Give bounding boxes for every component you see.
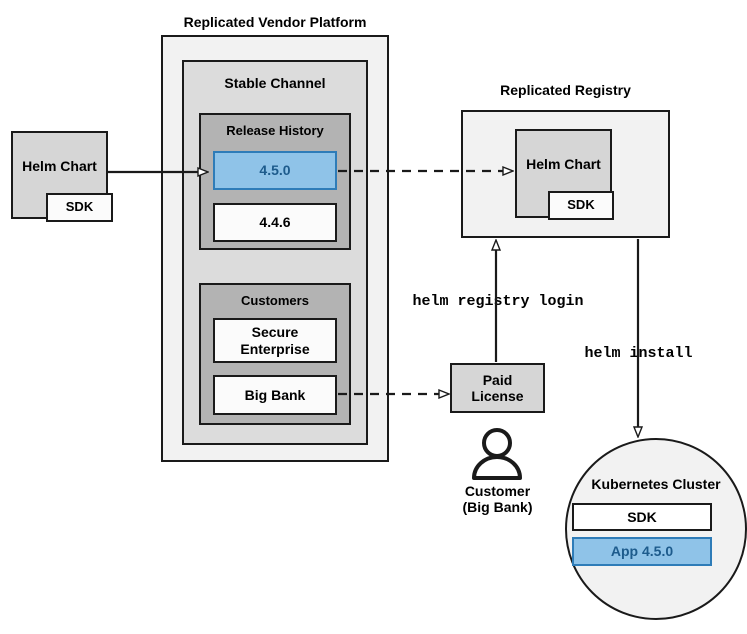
customers-label: Customers [241, 293, 309, 308]
helm-registry-login-command: helm registry login [412, 293, 584, 310]
person-icon [472, 428, 522, 480]
source-helm-chart-label: Helm Chart [22, 157, 97, 174]
customer-name-label: Secure Enterprise [240, 324, 310, 357]
customer-item-secure-enterprise[interactable]: Secure Enterprise [213, 318, 337, 363]
source-sdk-box: SDK [46, 193, 113, 222]
release-item-4-4-6[interactable]: 4.4.6 [213, 203, 337, 242]
kubernetes-cluster-label: Kubernetes Cluster [591, 476, 721, 492]
cluster-component-label: SDK [627, 508, 657, 525]
paid-license-box: Paid License [450, 363, 545, 413]
customer-item-big-bank[interactable]: Big Bank [213, 375, 337, 415]
release-version-label: 4.4.6 [259, 214, 291, 231]
cluster-component-sdk: SDK [572, 503, 712, 531]
release-version-label: 4.5.0 [259, 162, 291, 179]
customer-actor-label: Customer (Big Bank) [462, 483, 533, 516]
registry-sdk-label: SDK [567, 197, 595, 213]
cluster-component-label: App 4.5.0 [610, 543, 674, 560]
registry-sdk-box: SDK [548, 191, 614, 220]
stable-channel-label: Stable Channel [224, 75, 326, 91]
vendor-platform-title: Replicated Vendor Platform [183, 14, 367, 30]
customer-name-label: Big Bank [244, 386, 306, 403]
helm-install-command: helm install [584, 345, 693, 362]
registry-title: Replicated Registry [500, 82, 631, 98]
source-sdk-label: SDK [65, 199, 94, 215]
registry-helm-chart-label: Helm Chart [526, 156, 601, 173]
release-item-4-5-0[interactable]: 4.5.0 [213, 151, 337, 190]
paid-license-label: Paid License [471, 371, 524, 404]
release-history-label: Release History [226, 123, 324, 138]
cluster-component-app: App 4.5.0 [572, 537, 712, 566]
